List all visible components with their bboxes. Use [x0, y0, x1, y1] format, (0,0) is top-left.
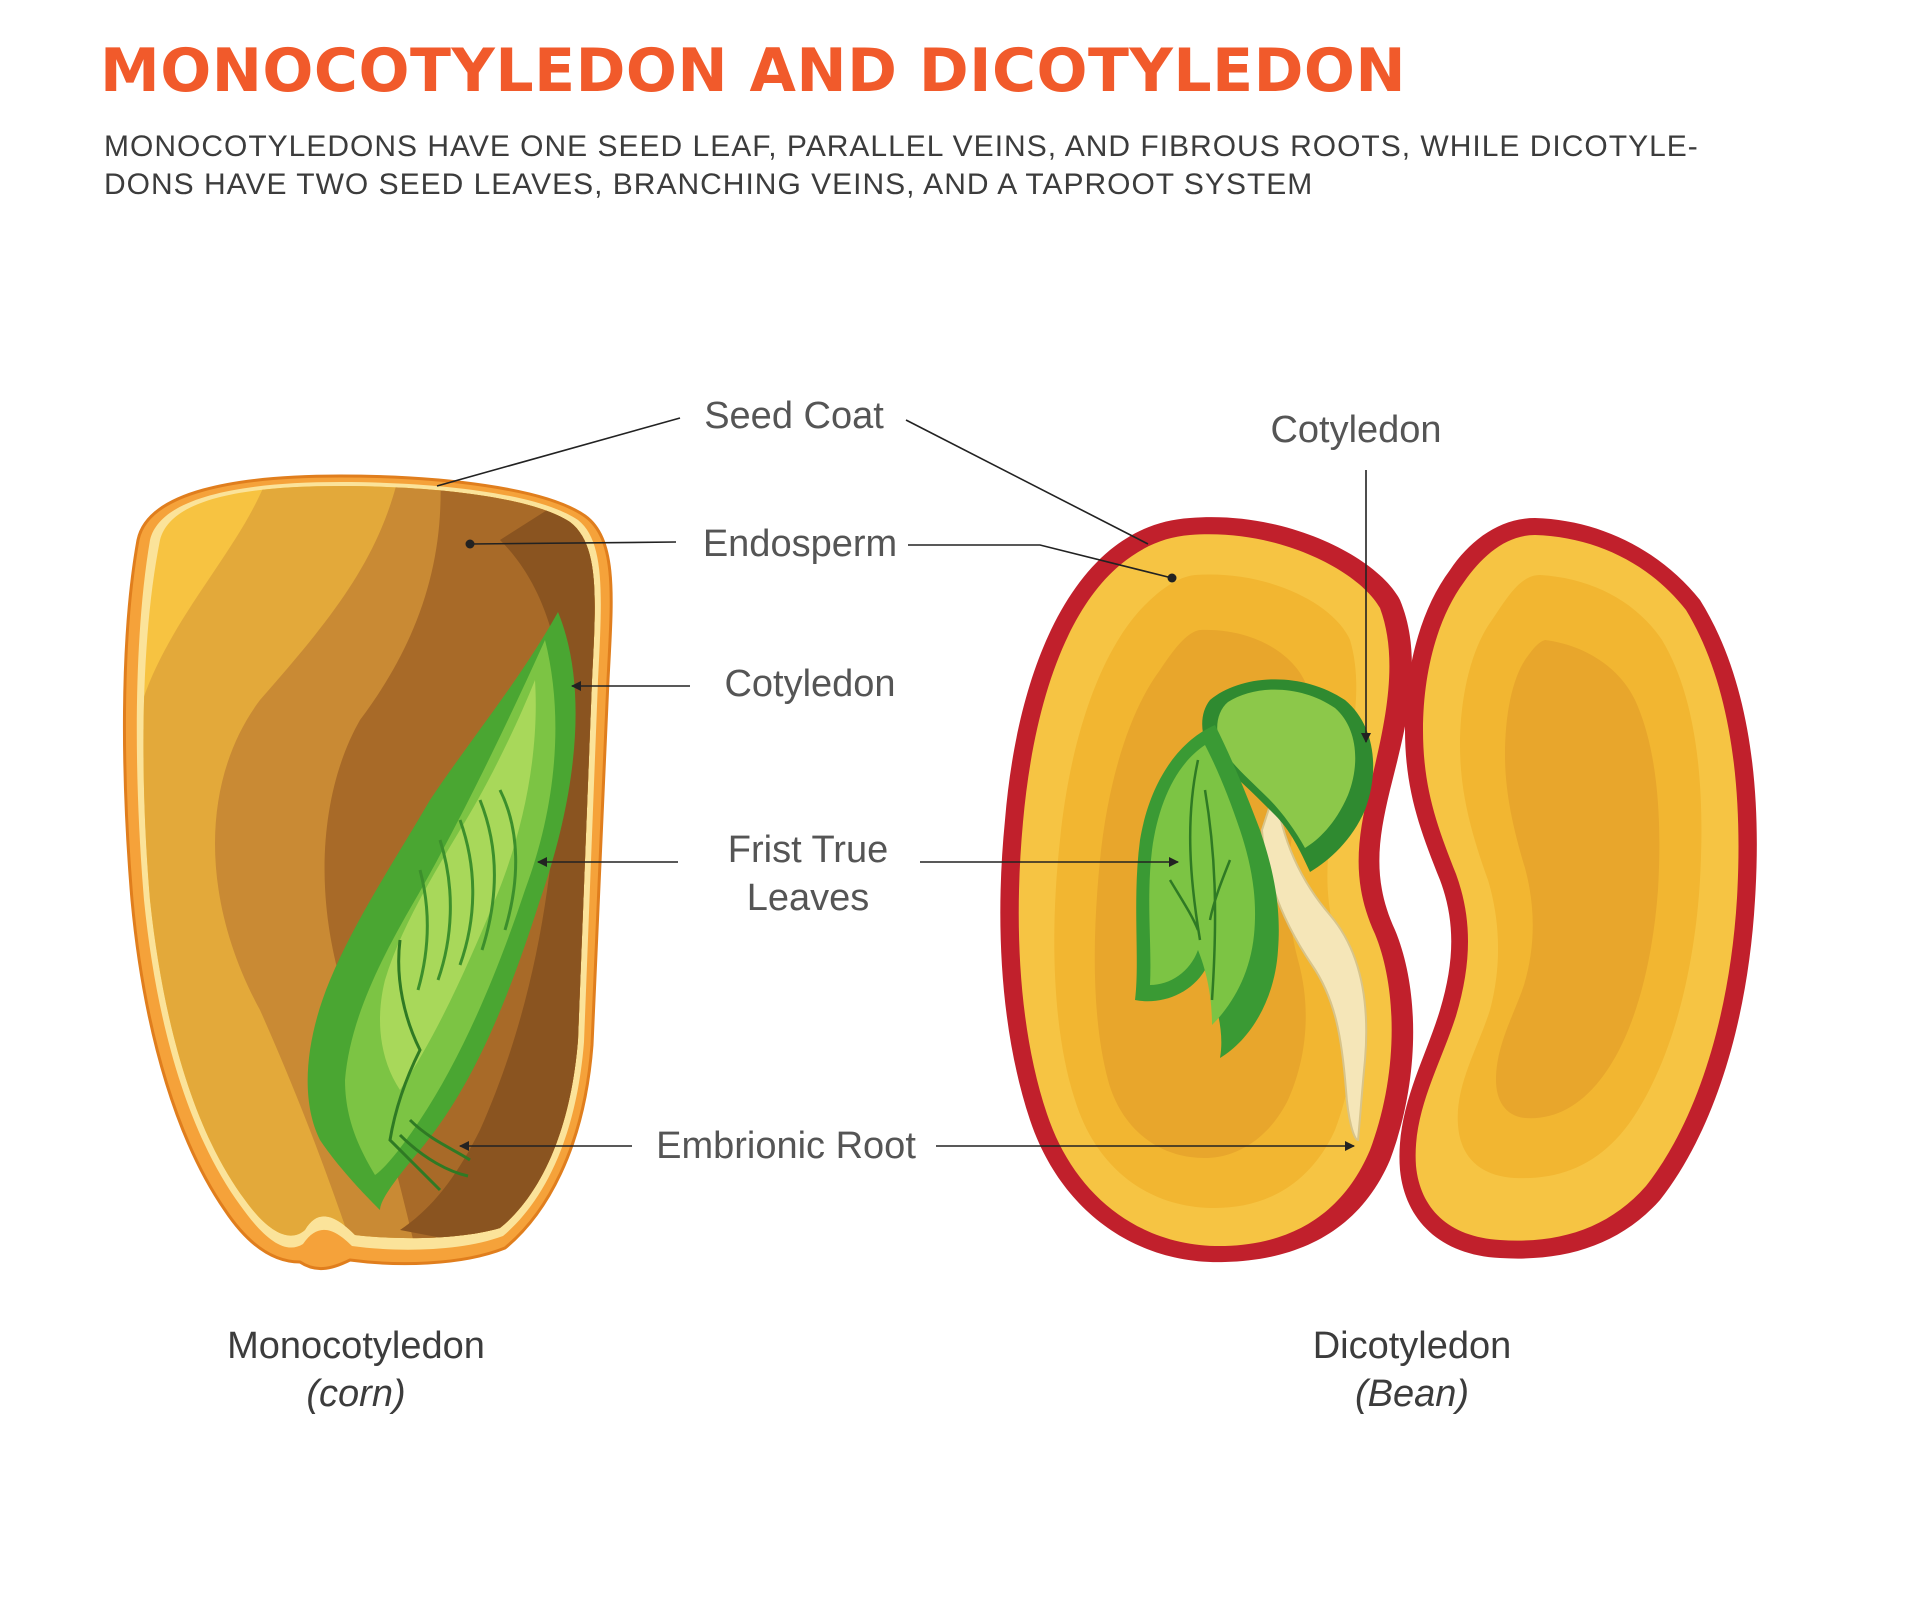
leader-endosperm-corn — [469, 541, 677, 545]
label-endosperm: Endosperm — [703, 523, 897, 565]
page-title: MONOCOTYLEDON AND DICOTYLEDON — [100, 36, 1407, 106]
caption-di-example: (Bean) — [1355, 1373, 1469, 1415]
corn-seed — [122, 474, 613, 1270]
label-first-true-leaves-line2: Leaves — [747, 877, 870, 919]
dot-endosperm-corn — [465, 539, 475, 549]
leader-seed-coat-bean — [905, 419, 1149, 545]
label-seed-coat: Seed Coat — [704, 395, 884, 437]
leader-seed-coat-corn — [436, 417, 681, 487]
dot-endosperm-bean — [1167, 573, 1177, 583]
label-embryonic-root: Embrionic Root — [656, 1125, 916, 1167]
label-cotyledon-mono: Cotyledon — [724, 663, 895, 705]
caption-mono-name: Monocotyledon — [227, 1325, 485, 1367]
bean-seed — [1000, 517, 1757, 1263]
caption-di-name: Dicotyledon — [1313, 1325, 1512, 1367]
page-subtitle: MONOCOTYLEDONS HAVE ONE SEED LEAF, PARAL… — [104, 130, 1699, 201]
label-cotyledon-di: Cotyledon — [1270, 409, 1441, 451]
caption-mono-example: (corn) — [306, 1373, 405, 1415]
leader-endosperm-bean — [908, 544, 1173, 579]
label-first-true-leaves-line1: Frist True — [728, 829, 888, 871]
bean-radicle — [1260, 789, 1368, 1142]
corn-embryo — [307, 612, 576, 1210]
label-leaders — [436, 417, 1371, 1151]
